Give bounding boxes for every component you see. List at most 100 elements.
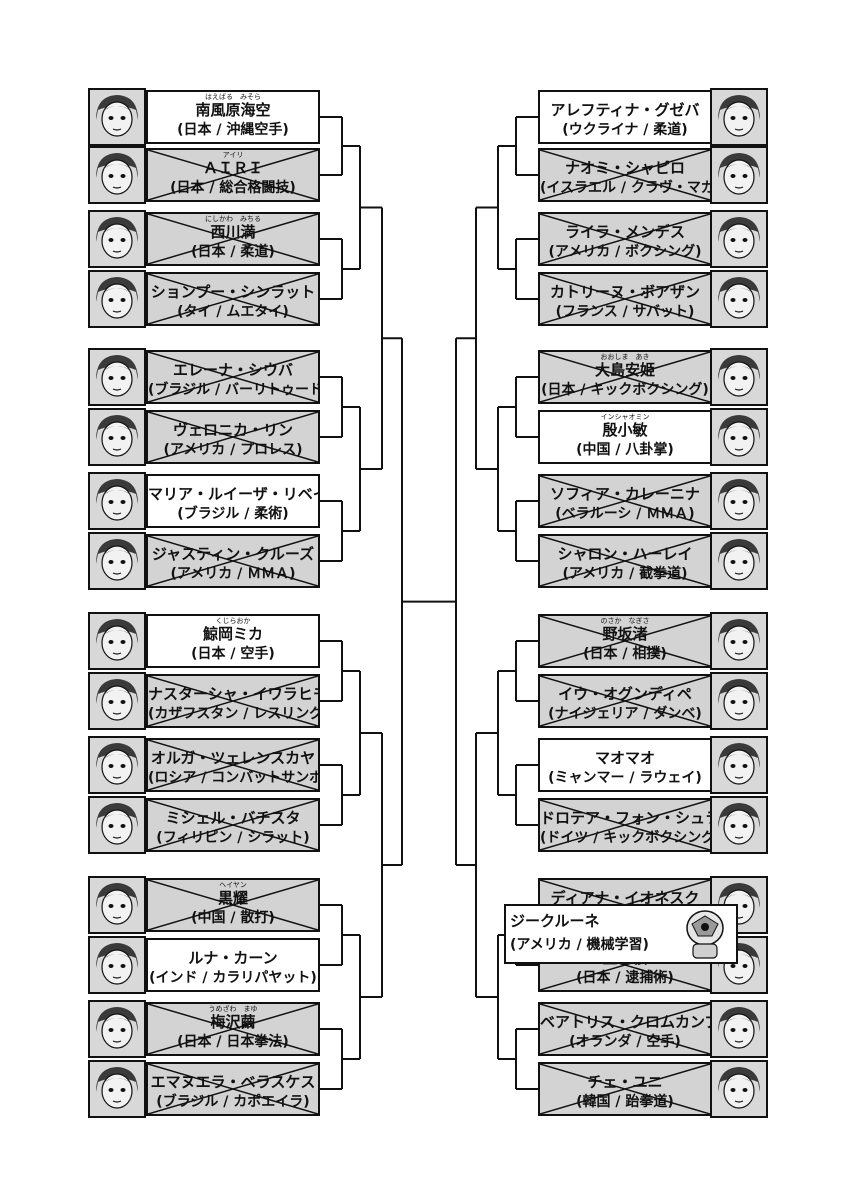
entrant-name: ヴェロニカ・リン: [172, 421, 293, 439]
portrait-icon: [88, 936, 146, 994]
portrait-icon: [88, 146, 146, 204]
entrant-country-style: (中国 / 散打): [191, 910, 275, 926]
portrait-icon: [88, 88, 146, 146]
entrant-box: ヴェロニカ・リン (アメリカ / プロレス): [146, 410, 320, 464]
portrait-icon: [710, 408, 768, 466]
entrant-country-style: (ブラジル / 柔術): [177, 506, 289, 522]
entrant-box: マオマオ (ミャンマー / ラウェイ): [538, 738, 712, 792]
entrant-box: ルナ・カーン (インド / カラリパヤット): [146, 938, 320, 992]
entrant-box: アレフティナ・グゼバ (ウクライナ / 柔道): [538, 90, 712, 144]
entrant-country-style: (ベラルーシ / ＭＭＡ): [555, 506, 695, 522]
entrant-box: オルガ・ツェレンスカヤ(ロシア / コンバットサンボ): [146, 738, 320, 792]
eliminated-cross-icon: [148, 800, 318, 850]
entrant-name: アレフティナ・グゼバ: [550, 101, 700, 119]
portrait-icon: [88, 612, 146, 670]
eliminated-cross-icon: [148, 1004, 318, 1054]
entrant-box: うめざわ まゆ梅沢繭(日本 / 日本拳法): [146, 1002, 320, 1056]
entrant-country-style: (中国 / 八卦掌): [576, 442, 674, 458]
portrait-icon: [710, 210, 768, 268]
eliminated-cross-icon: [540, 676, 710, 726]
entrant-name: 梅沢繭: [210, 1013, 256, 1031]
eliminated-cross-icon: [148, 214, 318, 264]
eliminated-cross-icon: [540, 536, 710, 586]
portrait-icon: [710, 876, 768, 934]
entrant-ruby: のさか なぎさ: [600, 617, 650, 625]
portrait-icon: [88, 1060, 146, 1118]
eliminated-cross-icon: [148, 352, 318, 402]
eliminated-cross-icon: [148, 676, 318, 726]
entrant-country-style: (日本 / 逮捕術): [576, 970, 674, 986]
entrant-box: はえばる みそら南風原海空(日本 / 沖縄空手): [146, 90, 320, 144]
entrant-country-style: (アメリカ / ボクシング): [548, 244, 702, 260]
entrant-country-style: (フィリピン / シラット): [156, 830, 310, 846]
entrant-box: マリア・ルイーザ・リベイラ(ブラジル / 柔術): [146, 474, 320, 528]
entrant-name: 南風原海空: [195, 101, 271, 119]
entrant-name: 野坂渚: [602, 625, 648, 643]
entrant-name: ベアトリス・クロムカンプ: [540, 1013, 712, 1031]
entrant-country-style: (インド / カラリパヤット): [149, 970, 317, 986]
entrant-box: にしかわ みちる西川満(日本 / 柔道): [146, 212, 320, 266]
portrait-icon: [88, 876, 146, 934]
entrant-country-style: (ナイジェリア / ダンベ): [548, 706, 702, 722]
eliminated-cross-icon: [148, 274, 318, 324]
eliminated-cross-icon: [148, 1064, 318, 1114]
eliminated-cross-icon: [540, 800, 710, 850]
entrant-country-style: (ブラジル / バーリトゥード): [148, 382, 320, 398]
entrant-box: エマヌエラ・ベラスケス(ブラジル / カポエイラ): [146, 1062, 320, 1116]
entrant-box: ソフィア・カレーニナ(ベラルーシ / ＭＭＡ): [538, 474, 712, 528]
entrant-country-style: (オランダ / 空手): [569, 1034, 681, 1050]
portrait-icon: [88, 1000, 146, 1058]
entrant-country-style: (日本 / 沖縄空手): [177, 122, 289, 138]
entrant-name: 殷小敏: [602, 421, 648, 439]
eliminated-cross-icon: [540, 476, 710, 526]
portrait-icon: [710, 146, 768, 204]
entrant-country-style: (日本 / キックボクシング): [541, 382, 709, 398]
entrant-box: イウ・オグンディペ(ナイジェリア / ダンベ): [538, 674, 712, 728]
portrait-icon: [88, 672, 146, 730]
entrant-country-style: (ドイツ / キックボクシング): [540, 830, 712, 846]
entrant-name: ナオミ・シャピロ: [564, 159, 685, 177]
entrant-ruby: インシャオミン: [600, 413, 650, 421]
entrant-box: ナスターシャ・イワラヒモワ(カザフスタン / レスリング): [146, 674, 320, 728]
portrait-icon: [710, 736, 768, 794]
portrait-icon: [88, 532, 146, 590]
entrant-box: ションプー・シンラット(タイ / ムエタイ): [146, 272, 320, 326]
entrant-name: ドロテア・フォン・シュライヒャー: [540, 809, 710, 827]
entrant-box: ジャスティン・クルーズ(アメリカ / ＭＭＡ): [146, 534, 320, 588]
eliminated-cross-icon: [148, 150, 318, 200]
portrait-icon: [710, 796, 768, 854]
entrant-country-style: (ミャンマー / ラウェイ): [548, 770, 702, 786]
portrait-icon: [710, 612, 768, 670]
entrant-box: くじらおか鯨岡ミカ(日本 / 空手): [146, 614, 320, 668]
entrant-box: ライラ・メンデス(アメリカ / ボクシング): [538, 212, 712, 266]
eliminated-cross-icon: [540, 352, 710, 402]
eliminated-cross-icon: [540, 616, 710, 666]
entrant-country-style: (ブラジル / カポエイラ): [156, 1094, 310, 1110]
entrant-country-style: (アメリカ / プロレス): [163, 442, 303, 458]
portrait-icon: [710, 672, 768, 730]
portrait-icon: [710, 532, 768, 590]
entrant-country-style: (日本 / 柔道): [191, 244, 275, 260]
entrant-name: ルナ・カーン: [188, 949, 278, 967]
entrant-country-style: (日本 / 日本拳法): [177, 1034, 289, 1050]
entrant-box: ドロテア・フォン・シュライヒャー (ドイツ / キックボクシング): [538, 798, 712, 852]
entrant-box: ミシェル・バチスタ(フィリピン / シラット): [146, 798, 320, 852]
entrant-name: ＡＩＲＩ: [202, 159, 263, 177]
portrait-icon: [88, 210, 146, 268]
robot-portrait-icon: [678, 908, 732, 960]
entrant-box: インシャオミン殷小敏 (中国 / 八卦掌): [538, 410, 712, 464]
entrant-name: マオマオ: [594, 749, 655, 767]
eliminated-cross-icon: [148, 536, 318, 586]
portrait-icon: [710, 270, 768, 328]
entrant-country-style: (カザフスタン / レスリング): [148, 706, 320, 722]
entrant-country-style: (ロシア / コンバットサンボ): [148, 770, 320, 786]
entrant-box: ナオミ・シャピロ(イスラエル / クラヴ・マガ): [538, 148, 712, 202]
entrant-ruby: アイリ: [222, 151, 244, 159]
entrant-country-style: (ウクライナ / 柔道): [562, 122, 688, 138]
portrait-icon: [710, 1060, 768, 1118]
eliminated-cross-icon: [148, 412, 318, 462]
eliminated-cross-icon: [540, 1004, 710, 1054]
portrait-icon: [88, 270, 146, 328]
entrant-ruby: おおしま あき: [600, 353, 650, 361]
entrant-name: シャロン・ハーレイ: [557, 545, 693, 563]
